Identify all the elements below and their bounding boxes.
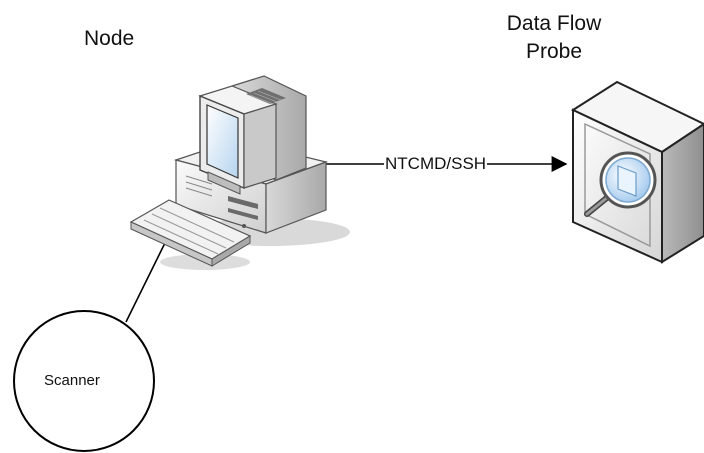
probe-label: Data Flow Probe [489, 10, 619, 66]
desktop-computer-icon [129, 75, 350, 270]
node-label: Node [84, 27, 135, 50]
connection-label: NTCMD/SSH [384, 154, 488, 175]
probe-label-line2: Probe [525, 40, 583, 63]
probe-label-line1: Data Flow [506, 12, 602, 35]
scanner-circle [13, 310, 155, 452]
scanner-label: Scanner [44, 372, 100, 389]
magnifier-icon [584, 151, 657, 217]
